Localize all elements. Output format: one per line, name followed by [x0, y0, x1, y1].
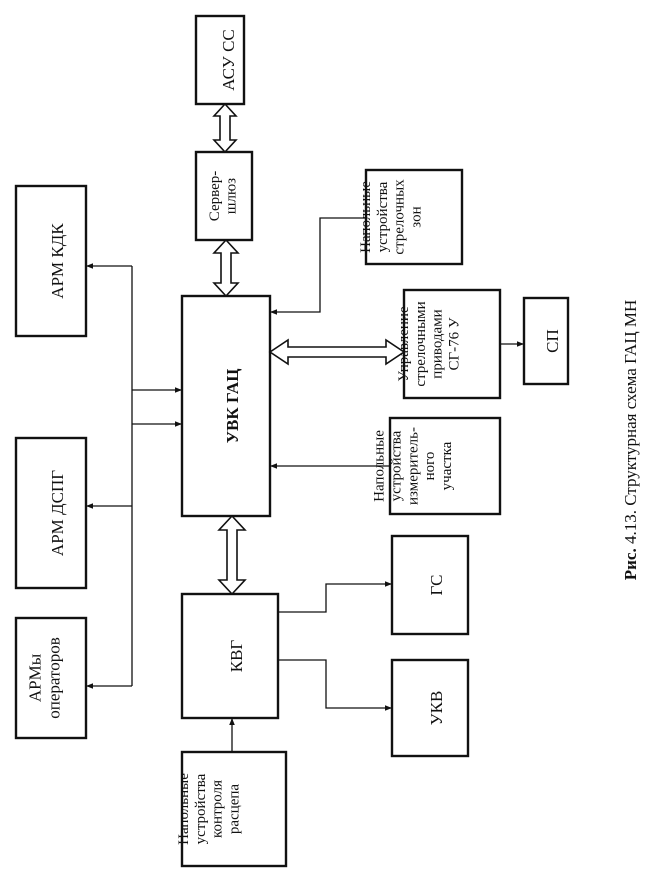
label-ukv: УКВ	[427, 691, 446, 726]
label-line: Сервер-	[207, 171, 223, 222]
double-arrow-server-uvk	[212, 238, 240, 298]
label-sp: СП	[543, 329, 562, 353]
label-line: АРМ КДК	[48, 223, 67, 299]
caption-prefix: Рис.	[621, 548, 640, 580]
label-line: стрелочными	[413, 301, 429, 386]
box-sp: СП	[522, 296, 570, 386]
label-line: СП	[543, 329, 562, 353]
label-line: шлюз	[224, 178, 240, 214]
box-upr-strel: УправлениестрелочнымиприводамиСГ-76 У	[396, 288, 502, 400]
label-line: АСУ СС	[219, 29, 238, 91]
label-line: СГ-76 У	[446, 317, 462, 370]
label-line: устройства	[375, 181, 391, 252]
label-line: участка	[439, 441, 455, 490]
label-nap-strel-zon: Напольныеустройствастрелочныхзон	[358, 179, 424, 255]
label-asu-ss: АСУ СС	[219, 29, 238, 91]
label-arm-operators: АРМыоператоров	[25, 637, 63, 718]
label-line: АРМ ДСПГ	[48, 470, 67, 556]
label-line: Управление	[396, 306, 412, 382]
double-arrow-uvk-upr	[268, 338, 406, 366]
label-line: Напольные	[176, 773, 192, 845]
label-line: расцепа	[226, 784, 242, 835]
label-line: устройства	[388, 430, 404, 501]
box-nap-rascep: Напольныеустройстваконтролярасцепа	[176, 750, 288, 868]
label-line: контроля	[210, 780, 226, 838]
arrow-kvg-to-ukv	[278, 659, 392, 711]
label-line: Напольные	[358, 181, 374, 253]
label-line: УВК ГАЦ	[223, 369, 242, 444]
box-nap-izm: Напольныеустройстваизмеритель-ногоучастк…	[372, 416, 502, 516]
box-gs: ГС	[390, 534, 470, 636]
label-line: ного	[422, 452, 438, 481]
label-line: АРМы	[25, 653, 44, 702]
caption-text: 4.13. Структурная схема ГАЦ МН	[621, 300, 640, 549]
label-line: УКВ	[427, 691, 446, 726]
box-asu-ss: АСУ СС	[194, 14, 246, 106]
double-arrow-asu-server	[212, 102, 238, 154]
label-line: стрелочных	[392, 179, 408, 255]
label-line: устройства	[193, 773, 209, 844]
label-nap-rascep: Напольныеустройстваконтролярасцепа	[176, 773, 242, 845]
box-arm-kdk: АРМ КДК	[14, 184, 88, 338]
box-kvg: КВГ	[180, 592, 280, 720]
box-arm-operators: АРМыоператоров	[14, 616, 88, 740]
label-server-gateway: Сервер-шлюз	[207, 171, 240, 222]
label-gs: ГС	[427, 575, 446, 596]
box-nap-strel-zon: Напольныеустройствастрелочныхзон	[358, 168, 464, 266]
box-uvk-gats: УВК ГАЦ	[180, 294, 272, 518]
label-line: зон	[408, 206, 424, 227]
figure-caption: Рис. 4.13. Структурная схема ГАЦ МН	[621, 300, 640, 581]
label-uvk-gats: УВК ГАЦ	[223, 369, 242, 444]
label-arm-kdk: АРМ КДК	[48, 223, 67, 299]
label-upr-strel: УправлениестрелочнымиприводамиСГ-76 У	[396, 301, 462, 386]
label-kvg: КВГ	[227, 640, 246, 673]
label-line: ГС	[427, 575, 446, 596]
box-ukv: УКВ	[390, 658, 470, 758]
label-line: измеритель-	[405, 427, 421, 505]
label-line: приводами	[430, 309, 446, 378]
label-line: операторов	[44, 637, 63, 718]
arrow-kvg-to-gs	[278, 581, 392, 613]
label-line: КВГ	[227, 640, 246, 673]
box-arm-dspg: АРМ ДСПГ	[14, 436, 88, 590]
label-arm-dspg: АРМ ДСПГ	[48, 470, 67, 556]
double-arrow-uvk-kvg	[217, 514, 247, 596]
arrow-strel-zon-to-uvk	[270, 217, 366, 315]
box-server-gateway: Сервер-шлюз	[194, 150, 254, 242]
